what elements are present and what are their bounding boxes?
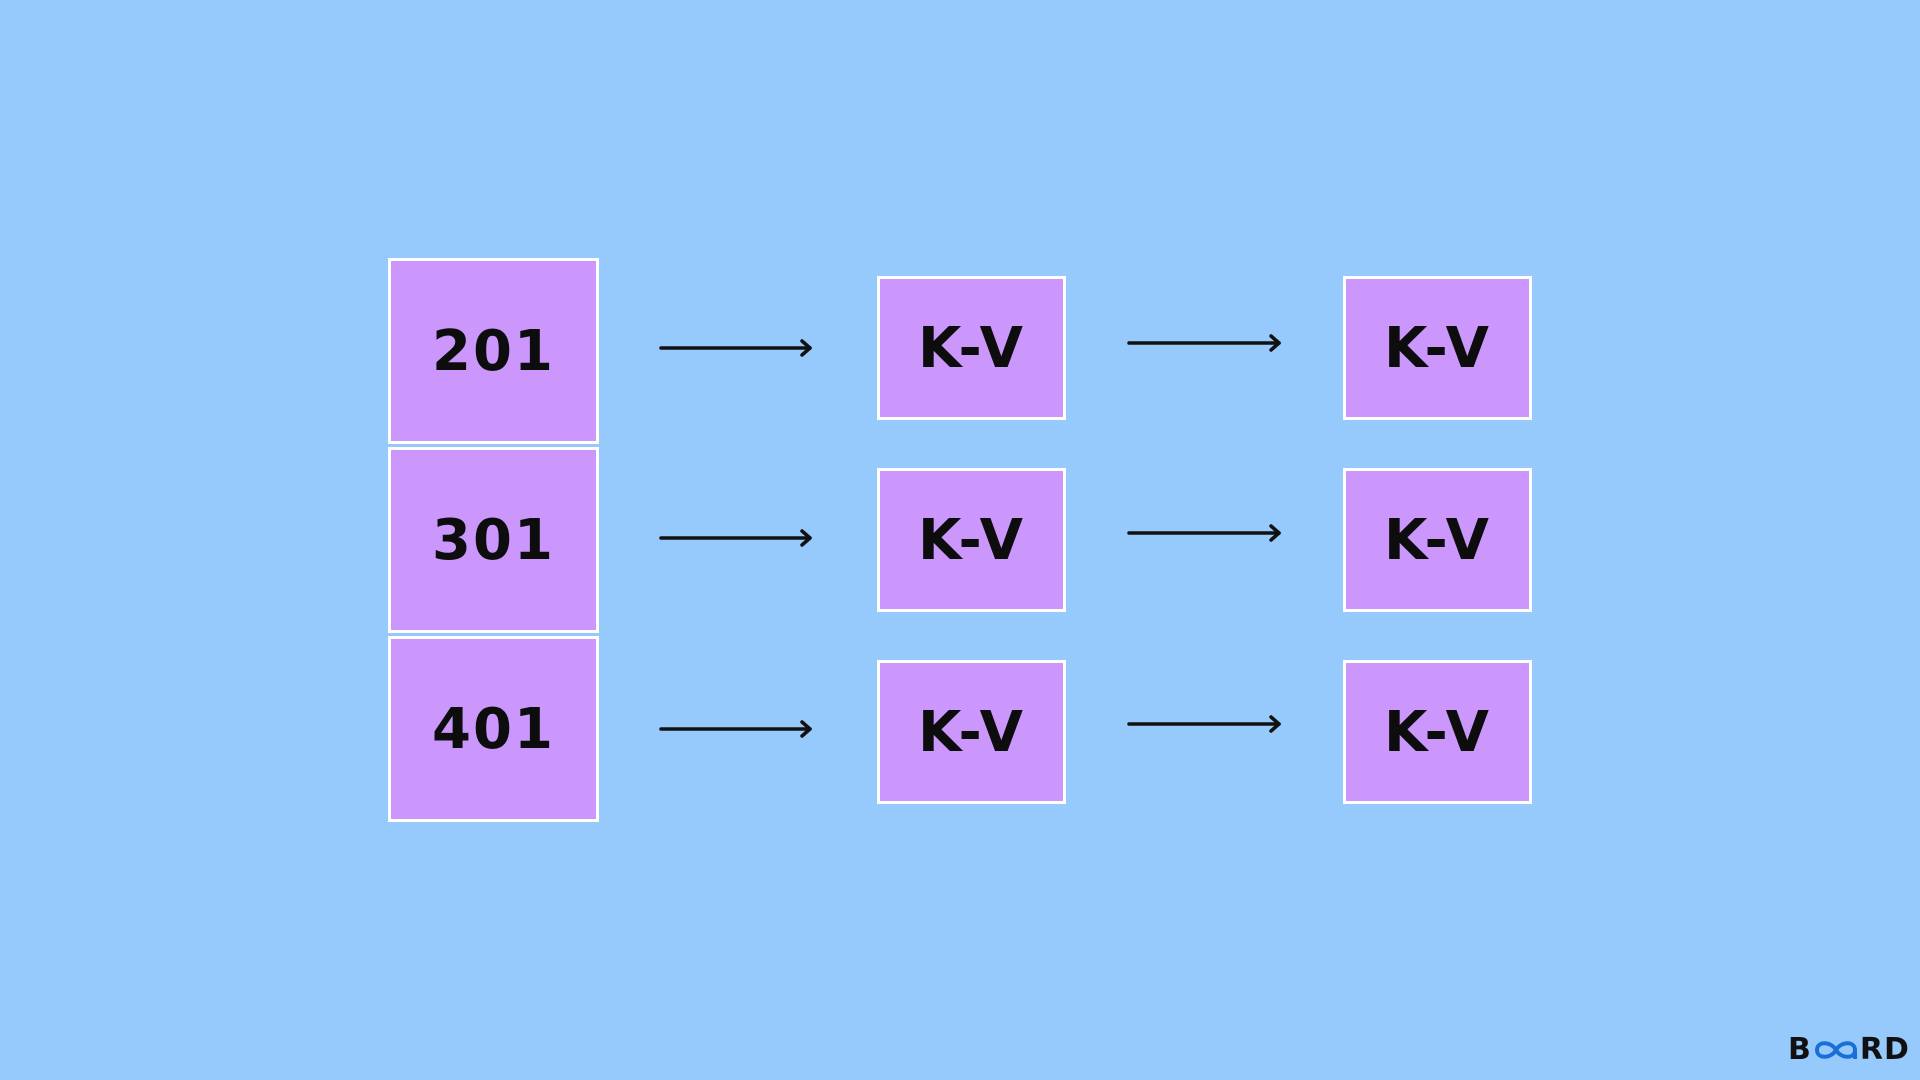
bucket-key-201: 201 <box>388 258 599 444</box>
kv-node: K-V <box>877 276 1066 420</box>
board-logo: B RD <box>1788 1032 1910 1067</box>
arrow-icon <box>659 720 812 738</box>
logo-right: RD <box>1859 1032 1910 1067</box>
arrow-icon <box>1127 334 1281 352</box>
logo-left: B <box>1788 1032 1812 1067</box>
arrow-icon <box>659 529 812 547</box>
arrow-icon <box>1127 524 1281 542</box>
arrow-icon <box>659 339 812 357</box>
infinity-icon <box>1814 1040 1857 1059</box>
bucket-key-301: 301 <box>388 447 599 633</box>
kv-node: K-V <box>1343 660 1532 804</box>
kv-node: K-V <box>877 660 1066 804</box>
kv-node: K-V <box>1343 468 1532 612</box>
bucket-key-401: 401 <box>388 636 599 822</box>
kv-node: K-V <box>1343 276 1532 420</box>
kv-node: K-V <box>877 468 1066 612</box>
arrow-icon <box>1127 715 1281 733</box>
